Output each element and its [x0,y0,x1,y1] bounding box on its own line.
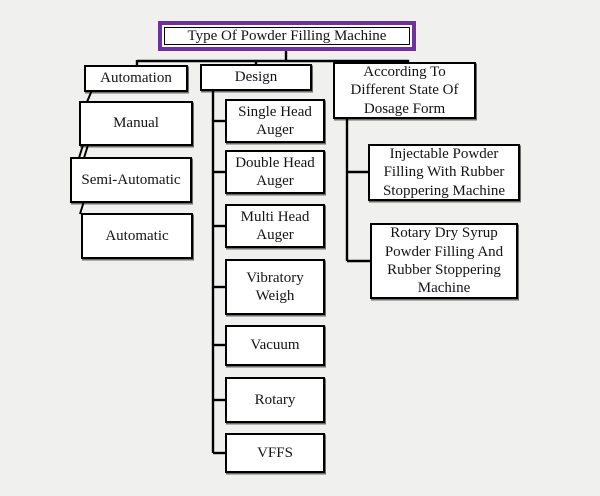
node-rotary: Rotary [225,377,325,423]
node-vacuum: Vacuum [225,325,325,366]
node-double-head-auger: Double Head Auger [225,150,325,194]
node-manual: Manual [79,101,193,146]
node-automatic: Automatic [81,213,193,259]
node-title-frame: Type Of Powder Filling Machine [158,21,416,51]
node-vffs: VFFS [225,433,325,473]
node-title: Type Of Powder Filling Machine [164,27,410,45]
node-automation: Automation [84,65,188,92]
node-multi-head-auger: Multi Head Auger [225,204,325,248]
node-injectable-powder-filling: Injectable Powder Filling With Rubber St… [368,144,520,201]
node-according-dosage-form: According To Different State Of Dosage F… [333,62,476,119]
node-semi-automatic: Semi-Automatic [70,157,192,203]
node-single-head-auger: Single Head Auger [225,99,325,143]
node-vibratory-weigh: Vibratory Weigh [225,259,325,315]
node-design: Design [200,64,312,91]
node-rotary-dry-syrup-filling: Rotary Dry Syrup Powder Filling And Rubb… [370,223,518,299]
